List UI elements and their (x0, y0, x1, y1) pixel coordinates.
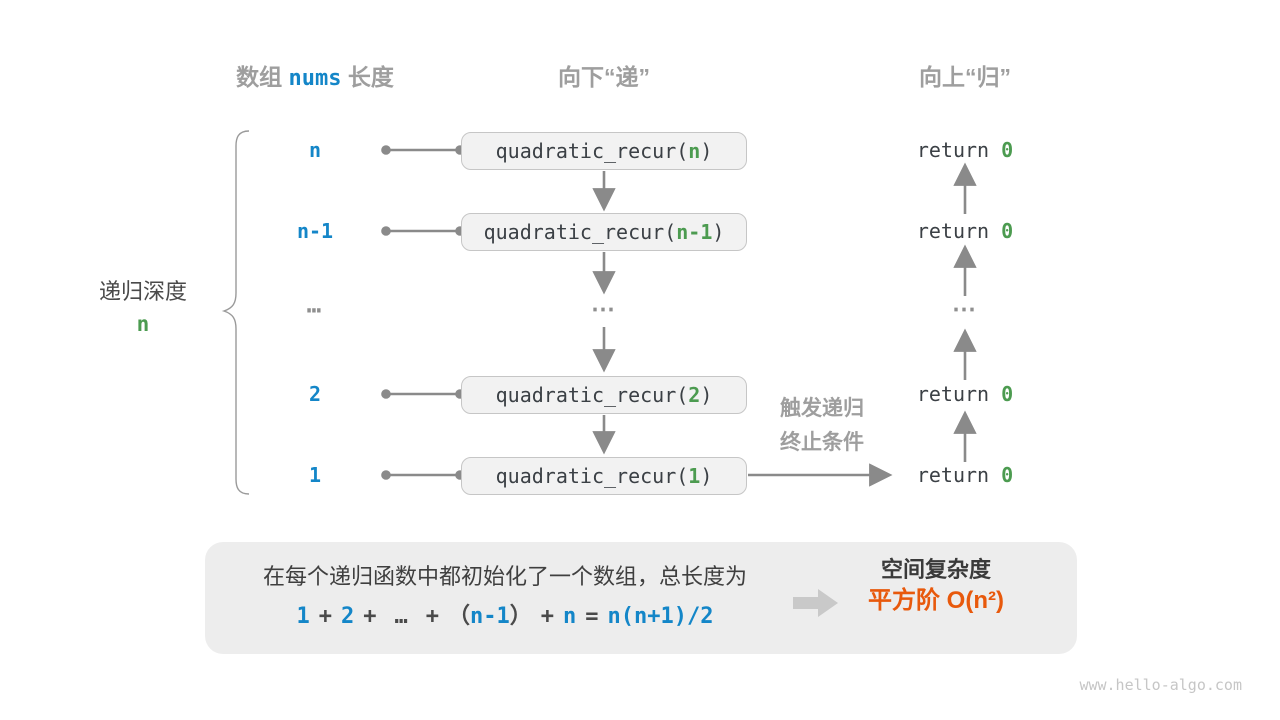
call-box-n: quadratic_recur(n) (461, 132, 747, 170)
formula-term: n (563, 604, 577, 629)
call-arg: 2 (688, 383, 701, 407)
return-value: 0 (1001, 382, 1014, 406)
call-box-n-1: quadratic_recur(n-1) (461, 213, 747, 251)
base-case-line1: 触发递归 (780, 397, 864, 420)
return-keyword: return (916, 219, 1002, 243)
header-array-code: nums (288, 66, 342, 91)
call-arg: n-1 (676, 220, 713, 244)
return-value: 0 (1001, 138, 1014, 162)
recursion-depth-value: n (136, 312, 150, 336)
formula-op: + (425, 604, 439, 629)
header-array-suffix: 长度 (347, 64, 394, 90)
header-array-prefix: 数组 (236, 64, 283, 90)
complexity-block: 空间复杂度 平方阶 O(n²) (836, 556, 1036, 618)
call-box-2: quadratic_recur(2) (461, 376, 747, 414)
header-downward: 向下“递” (558, 64, 650, 90)
formula-op: + (363, 604, 377, 629)
formula-op: + (540, 604, 555, 629)
call-text: quadratic_recur( (483, 220, 677, 244)
return-n-1: return 0 (865, 213, 1065, 249)
formula-term: 1 (296, 604, 310, 629)
formula-term: n-1 (470, 604, 510, 629)
return-keyword: return (916, 382, 1002, 406)
formula-result: n(n+1)/2 (607, 604, 714, 629)
complexity-label: 空间复杂度 (880, 557, 991, 582)
call-text: quadratic_recur( (495, 464, 689, 488)
call-close: ) (700, 139, 713, 163)
recursion-depth-label: 递归深度 n (63, 277, 223, 341)
header-array-length: 数组 nums 长度 (165, 58, 465, 92)
formula-ellipsis: … (394, 604, 408, 629)
depth-n-1: n-1 (296, 219, 334, 243)
call-text: quadratic_recur( (495, 383, 689, 407)
base-case-label: 触发递归 终止条件 (742, 392, 902, 460)
depth-1: 1 (308, 463, 322, 487)
return-n: return 0 (865, 132, 1065, 168)
depth-n: n (308, 138, 322, 162)
formula-term: 2 (341, 604, 355, 629)
return-keyword: return (916, 463, 1002, 487)
depth-2: 2 (308, 382, 322, 406)
summary-description: 在每个递归函数中都初始化了一个数组，总长度为 (262, 564, 747, 589)
depth-ellipsis: ⋯ (306, 296, 324, 324)
return-ellipsis: ⋯ (952, 296, 978, 323)
summary-panel: 在每个递归函数中都初始化了一个数组，总长度为 1 +2 + … + （n-1） + n = n(n… (205, 542, 1077, 654)
call-arg: 1 (688, 464, 701, 488)
formula-equals: = (585, 604, 599, 629)
return-keyword: return (916, 138, 1002, 162)
complexity-value: 平方阶 O(n²) (868, 587, 1004, 614)
recursion-depth-text: 递归深度 (98, 279, 187, 304)
call-arg: n (688, 139, 701, 163)
formula-op: + (318, 604, 332, 629)
formula-paren: ） (509, 604, 532, 629)
return-2: return 0 (865, 376, 1065, 412)
call-text: quadratic_recur( (495, 139, 689, 163)
formula-paren: （ (448, 604, 471, 629)
summary-formula: 1 +2 + … + （n-1） + n = n(n+1)/2 (225, 598, 785, 630)
call-box-1: quadratic_recur(1) (461, 457, 747, 495)
connector-line (381, 145, 465, 480)
return-value: 0 (1001, 463, 1014, 487)
call-close: ) (712, 220, 725, 244)
watermark: www.hello-algo.com (1079, 676, 1242, 694)
right-arrow-icon (793, 589, 838, 617)
call-ellipsis: ⋯ (591, 296, 617, 323)
base-case-line2: 终止条件 (780, 431, 864, 454)
return-1: return 0 (865, 457, 1065, 493)
depth-brace-icon (221, 130, 250, 495)
header-upward: 向上“归” (919, 64, 1011, 90)
call-close: ) (700, 383, 713, 407)
return-value: 0 (1001, 219, 1014, 243)
call-close: ) (700, 464, 713, 488)
